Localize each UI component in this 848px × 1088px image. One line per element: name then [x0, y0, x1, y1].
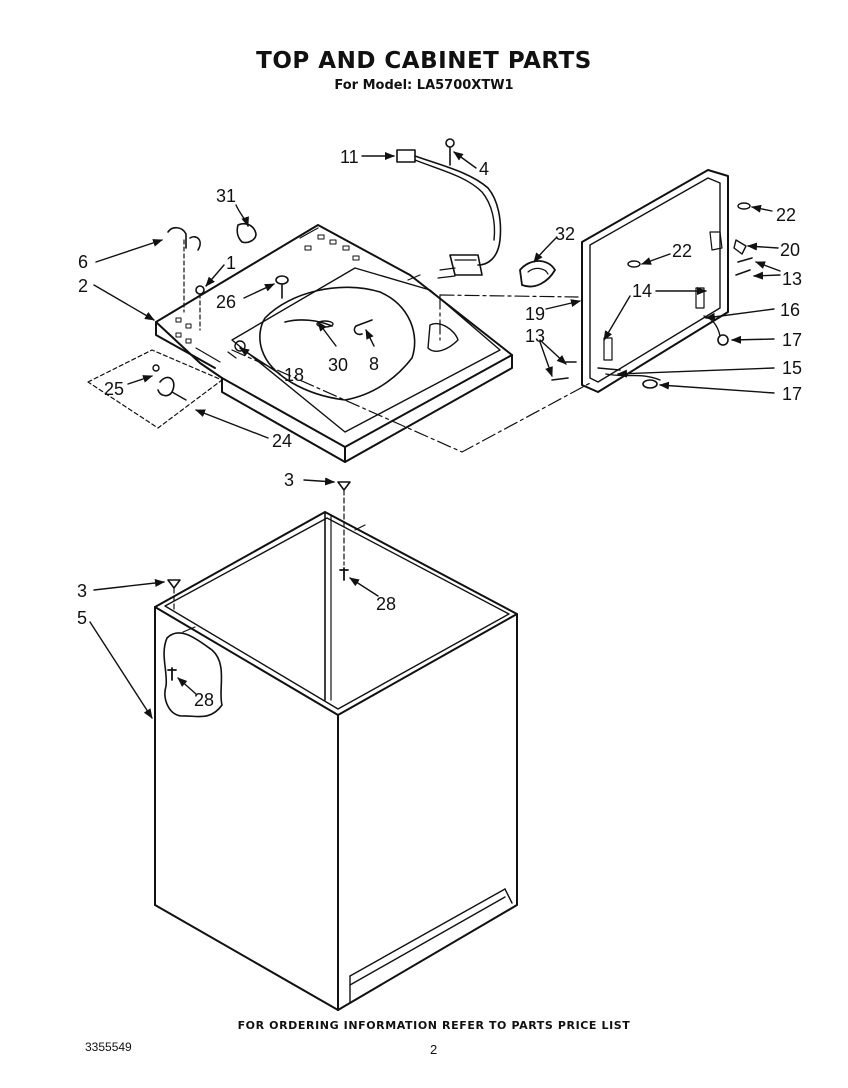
page-number: 2 [430, 1042, 438, 1057]
callout-16: 16 [780, 300, 800, 320]
callout-26: 26 [216, 292, 236, 312]
callout-11: 11 [340, 147, 359, 167]
callout-3-upper: 3 [284, 470, 294, 490]
callout-19: 19 [525, 304, 545, 324]
document-number: 3355549 [85, 1040, 132, 1054]
callout-25: 25 [104, 379, 124, 399]
callout-28-upper: 28 [376, 594, 396, 614]
callout-13-right: 13 [782, 269, 802, 289]
cabinet-drawing [154, 511, 518, 1011]
callout-4: 4 [479, 159, 489, 179]
top-panel-drawing [155, 224, 513, 463]
callout-20: 20 [780, 240, 800, 260]
callout-6: 6 [78, 252, 88, 272]
small-parts-drawing [87, 202, 753, 681]
callout-28-lower: 28 [194, 690, 214, 710]
callout-1: 1 [226, 253, 236, 273]
callout-14: 14 [632, 281, 652, 301]
callout-22-inner: 22 [672, 241, 692, 261]
callout-8: 8 [369, 354, 379, 374]
callout-30: 30 [328, 355, 348, 375]
page-title: TOP AND CABINET PARTS [256, 48, 592, 74]
callout-17-upper: 17 [782, 330, 802, 350]
callout-18: 18 [284, 365, 304, 385]
callout-3-lower: 3 [77, 581, 87, 601]
callout-17-lower: 17 [782, 384, 802, 404]
lid-drawing [581, 169, 729, 393]
callout-31: 31 [216, 186, 236, 206]
callout-2: 2 [78, 276, 88, 296]
callout-13-left: 13 [525, 326, 545, 346]
callout-22: 22 [776, 205, 796, 225]
callout-labels: 11 4 31 32 22 22 20 13 16 17 15 17 14 19… [77, 147, 802, 710]
ordering-note: FOR ORDERING INFORMATION REFER TO PARTS … [237, 1019, 631, 1032]
wire-harness-drawing [396, 138, 502, 279]
callout-15: 15 [782, 358, 802, 378]
callout-5: 5 [77, 608, 87, 628]
model-subtitle: For Model: LA5700XTW1 [334, 78, 514, 93]
leader-arrows [89, 151, 781, 719]
connection-lines [231, 294, 593, 453]
callout-24: 24 [272, 431, 292, 451]
callout-32: 32 [555, 224, 575, 244]
